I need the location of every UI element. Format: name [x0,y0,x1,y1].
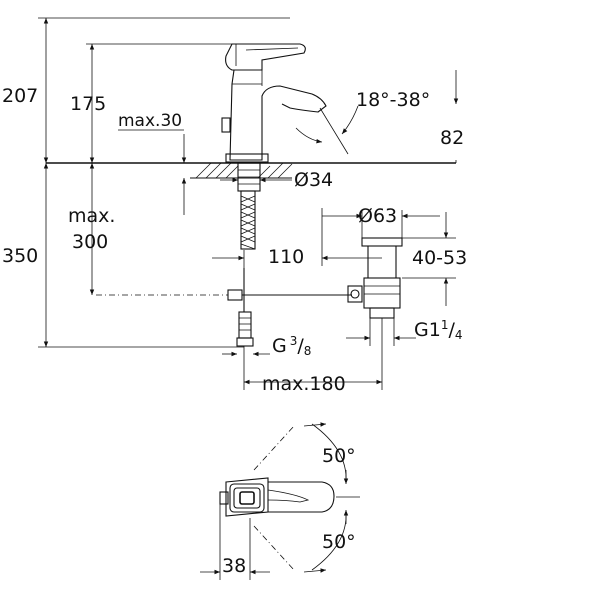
dim-350-label: 350 [2,245,38,267]
faucet-top-view [219,422,360,573]
dim-110-label: 110 [268,246,304,268]
dim-g1-label: G11/4 [414,318,463,342]
faucet-side-view [221,43,327,163]
sink-deck [46,162,456,250]
dim-angle50-top-label: 50° [322,445,356,467]
dim-300-label: 300 [72,231,108,253]
lever-handle [225,43,306,71]
dim-175-label: 175 [70,93,106,115]
dim-max180-label: max.180 [262,373,346,395]
dim-40-53-label: 40-53 [412,247,467,269]
dim-max30-label: max.30 [118,111,182,131]
dim-207-label: 207 [2,85,38,107]
dim-dia34-label: Ø34 [294,169,333,191]
drain-assembly [347,237,403,319]
dim-angle50-bottom-label: 50° [322,531,356,553]
dim-82-label: 82 [440,127,464,149]
dim-max-word-label: max. [68,205,115,227]
popup-linkage [96,268,352,347]
dim-angle-label: 18°-38° [356,89,430,111]
faucet-body [229,69,327,161]
dim-dia63-label: Ø63 [358,205,397,227]
dim-38-label: 38 [222,555,246,577]
